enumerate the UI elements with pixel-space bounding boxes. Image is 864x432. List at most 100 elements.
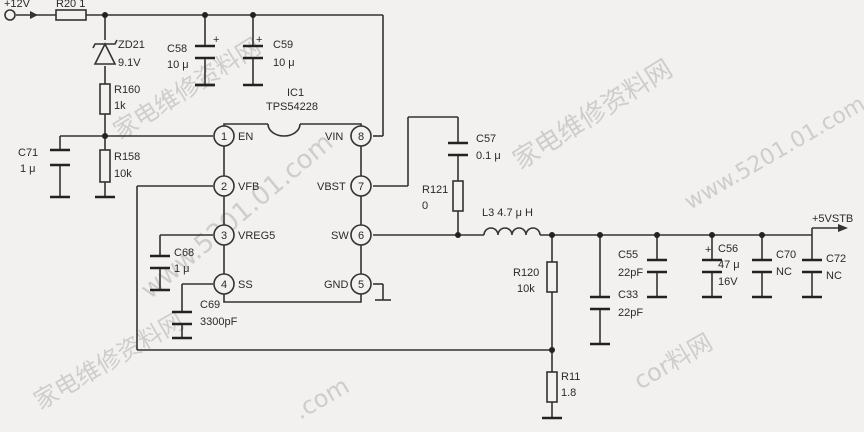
resistor-r117: R11 1.8 (546, 371, 580, 403)
svg-text:8: 8 (358, 131, 364, 143)
capacitor-c33: C33 22pF (590, 289, 643, 319)
capacitor-c70: C70 NC (752, 249, 796, 278)
pin-en: 1 EN (213, 125, 253, 147)
resistor-r121: R121 0 (422, 180, 464, 212)
resistor-r201: R20 1 (55, 0, 87, 21)
pin-name: SW (331, 230, 349, 242)
pin-vreg5: 3 VREG5 (213, 224, 275, 246)
pin-name: VBST (317, 181, 346, 193)
capacitor-c57: C57 0.1 μ (448, 133, 501, 162)
c59-label: C59 (273, 39, 293, 51)
resistor-r160: R160 1k (99, 83, 140, 115)
watermark-text: cor料网 (629, 328, 717, 395)
input-terminal: +12V (4, 0, 38, 21)
r117-label: R11 (561, 371, 580, 383)
c57-value: 0.1 μ (476, 150, 501, 162)
watermark-text: 家电维修资料网 (508, 54, 678, 176)
r160-value: 1k (114, 100, 126, 112)
c33-value: 22pF (618, 307, 643, 319)
capacitor-c72: C72 NC (802, 253, 846, 282)
pin-vfb: 2 VFB (213, 175, 259, 197)
capacitor-c69: C69 3300pF (172, 299, 238, 328)
watermark-url: www.5201.01.com (681, 92, 864, 216)
ground-symbols (50, 83, 822, 420)
c56-voltage: 16V (718, 276, 738, 288)
svg-text:7: 7 (358, 181, 364, 193)
r120-value: 10k (517, 283, 535, 295)
watermark-url: .com (289, 372, 354, 426)
capacitor-c71: C71 1 μ (18, 147, 70, 175)
capacitor-c58: + C58 10 μ (167, 34, 219, 71)
resistor-r158: R158 10k (99, 149, 140, 183)
svg-text:3: 3 (221, 230, 227, 242)
c58-label: C58 (167, 43, 187, 55)
pin-name: EN (238, 131, 253, 143)
output-label: +5VSTB (812, 213, 853, 225)
polarity-plus: + (705, 244, 711, 256)
c72-label: C72 (826, 253, 846, 265)
ic-part: TPS54228 (266, 101, 318, 113)
inductor-l3: L3 4.7 μ H (482, 207, 541, 236)
r201-label: R20 1 (56, 0, 85, 10)
pin-name: GND (324, 279, 349, 291)
c56-label: C56 (718, 243, 738, 255)
c55-value: 22pF (618, 267, 643, 279)
junction-dots (102, 12, 765, 353)
svg-text:4: 4 (221, 279, 227, 291)
svg-text:1: 1 (221, 131, 227, 143)
pin-name: SS (238, 279, 253, 291)
c59-value: 10 μ (273, 57, 295, 69)
c56-value: 47 μ (718, 259, 740, 271)
c33-label: C33 (618, 289, 638, 301)
zd21-label: ZD21 (118, 39, 145, 51)
capacitor-c55: C55 22pF (618, 249, 667, 279)
c68-label: C68 (174, 247, 194, 259)
c69-label: C69 (200, 299, 220, 311)
zd21-value: 9.1V (118, 57, 141, 69)
pin-name: VFB (238, 181, 259, 193)
ic-tps54228: IC1 TPS54228 1 EN 2 VFB 3 VREG5 4 SS 8 V… (213, 87, 372, 295)
r121-label: R121 (422, 184, 448, 196)
zener-zd21: ZD21 9.1V (92, 39, 145, 69)
polarity-plus: + (256, 34, 262, 46)
c68-value: 1 μ (174, 263, 190, 275)
r121-value: 0 (422, 200, 428, 212)
l3-label: L3 4.7 μ H (482, 207, 533, 219)
r158-value: 10k (114, 168, 132, 180)
watermark-layer: 家电维修资料网 www.5201.01.com 家电维修资料网 家电维修资料网 … (29, 32, 864, 425)
watermark-text: 家电维修资料网 (29, 307, 188, 415)
pin-vbst: 7 VBST (317, 175, 372, 197)
output-terminal: +5VSTB (812, 213, 853, 232)
c72-value: NC (826, 270, 842, 282)
capacitor-c68: C68 1 μ (150, 247, 194, 275)
c57-label: C57 (476, 133, 496, 145)
svg-text:5: 5 (358, 279, 364, 291)
r117-value: 1.8 (561, 387, 576, 399)
resistor-r120: R120 10k (513, 261, 558, 295)
pin-name: VREG5 (238, 230, 275, 242)
polarity-plus: + (213, 34, 219, 46)
c70-value: NC (776, 266, 792, 278)
pin-ss: 4 SS (213, 273, 253, 295)
r158-label: R158 (114, 151, 140, 163)
pin-sw: 6 SW (331, 224, 372, 246)
c55-label: C55 (618, 249, 638, 261)
input-label: +12V (4, 0, 31, 10)
svg-text:6: 6 (358, 230, 364, 242)
c69-value: 3300pF (200, 316, 238, 328)
c71-label: C71 (18, 147, 38, 159)
pin-gnd: 5 GND (324, 273, 372, 295)
capacitor-c56: + C56 47 μ 16V (702, 243, 740, 288)
svg-text:2: 2 (221, 181, 227, 193)
c71-value: 1 μ (20, 163, 36, 175)
wires (16, 14, 840, 418)
c70-label: C70 (776, 249, 796, 261)
r160-label: R160 (114, 84, 140, 96)
pin-name: VIN (325, 131, 343, 143)
capacitor-c59: + C59 10 μ (243, 34, 295, 69)
r120-label: R120 (513, 267, 539, 279)
ic-ref: IC1 (287, 87, 304, 99)
c58-value: 10 μ (167, 59, 189, 71)
